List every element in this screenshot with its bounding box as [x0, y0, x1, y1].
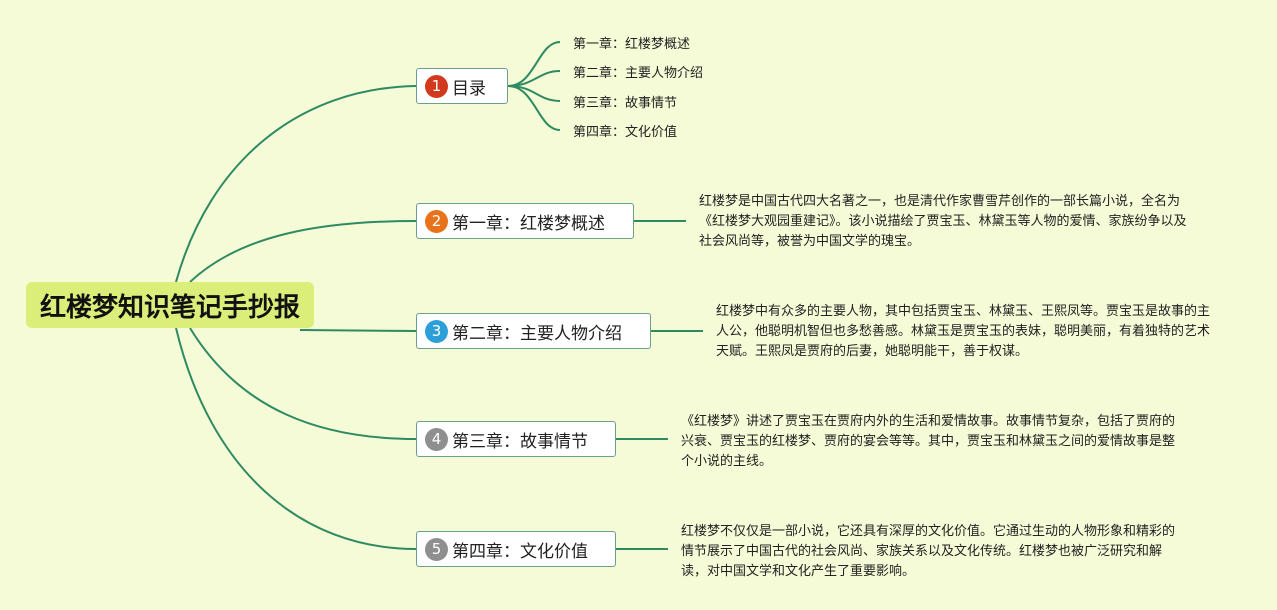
branch-line-5: [175, 327, 417, 550]
toc-item-chapter-3[interactable]: 第三章：故事情节: [573, 96, 678, 111]
number-5-badge-icon: 5: [425, 537, 448, 561]
note-chapter-4[interactable]: 红楼梦不仅仅是一部小说，它还具有深厚的文化价值。它通过生动的人物形象和精彩的情节…: [681, 524, 1176, 579]
topic-chapter-1[interactable]: 2 第一章：红楼梦概述: [416, 203, 634, 239]
number-3-badge-icon: 3: [425, 319, 448, 343]
toc-item-chapter-4[interactable]: 第四章：文化价值: [573, 125, 678, 140]
topic-label: 第三章：故事情节: [452, 431, 588, 452]
central-topic-title: 红楼梦知识笔记手抄报: [39, 292, 300, 323]
note-chapter-3[interactable]: 《红楼梦》讲述了贾宝玉在贾府内外的生活和爱情故事。故事情节复杂，包括了贾府的兴衰…: [681, 414, 1176, 469]
topic-label: 第一章：红楼梦概述: [452, 213, 605, 234]
branch-line-2: [189, 220, 417, 283]
topic-chapter-2[interactable]: 3 第二章：主要人物介绍: [416, 313, 651, 349]
note-chapter-1[interactable]: 红楼梦是中国古代四大名著之一，也是清代作家曹雪芹创作的一部长篇小说，全名为《红楼…: [699, 194, 1187, 249]
topic-label: 目录: [452, 78, 486, 99]
topic-chapter-4[interactable]: 5 第四章：文化价值: [416, 531, 616, 567]
branch-line-4: [189, 327, 417, 440]
branch-line-3: [299, 329, 417, 332]
number-4-badge-icon: 4: [425, 427, 448, 451]
note-chapter-2[interactable]: 红楼梦中有众多的主要人物，其中包括贾宝玉、林黛玉、王熙凤等。贾宝玉是故事的主人公…: [716, 304, 1211, 359]
number-2-badge-icon: 2: [425, 209, 448, 233]
central-topic[interactable]: 红楼梦知识笔记手抄报: [26, 282, 314, 328]
toc-item-chapter-2[interactable]: 第二章：主要人物介绍: [573, 66, 704, 81]
topic-label: 第二章：主要人物介绍: [452, 323, 622, 344]
toc-line-4: [507, 85, 561, 131]
toc-item-chapter-1[interactable]: 第一章：红楼梦概述: [573, 37, 691, 52]
topic-contents[interactable]: 1 目录: [416, 68, 508, 104]
branch-line-1: [175, 85, 417, 283]
topic-label: 第四章：文化价值: [452, 541, 588, 562]
number-1-badge-icon: 1: [425, 74, 448, 98]
topic-chapter-3[interactable]: 4 第三章：故事情节: [416, 421, 616, 457]
